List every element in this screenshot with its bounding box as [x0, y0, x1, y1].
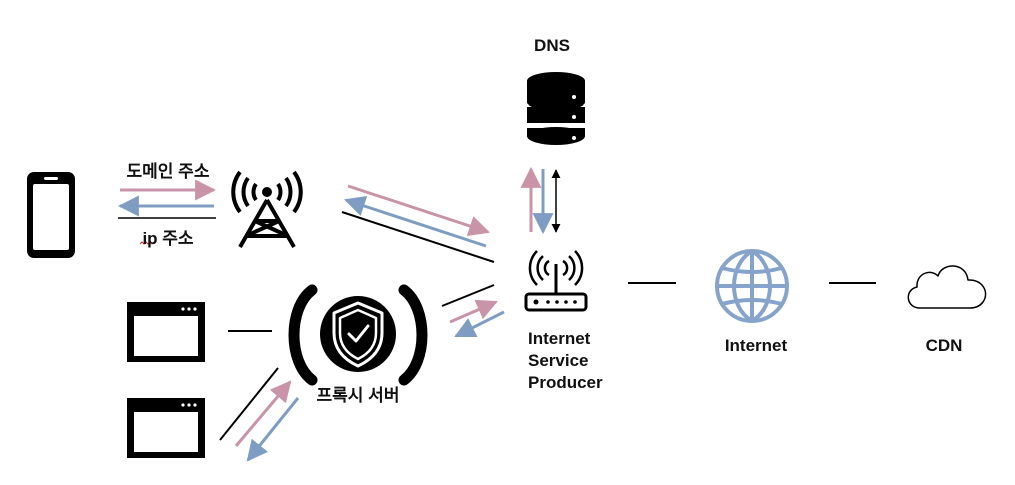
- browser-window-icon: [127, 398, 205, 458]
- smartphone-icon: [27, 172, 75, 258]
- ip-address-label: ip 주소: [142, 229, 194, 248]
- dns-label: DNS: [534, 36, 570, 55]
- shield-icon: [288, 284, 428, 386]
- cloud-icon: [907, 265, 987, 309]
- internet-label: Internet: [724, 336, 788, 355]
- isp-to-proxy-response: [454, 310, 505, 338]
- isp-label-line3: Producer: [528, 373, 603, 392]
- proxy-isp-link: [441, 284, 495, 307]
- tower-isp-link: [341, 211, 495, 263]
- proxy-server-label: 프록시 서버: [316, 386, 400, 405]
- isp-label-line1: Internet: [528, 329, 591, 348]
- tower-to-isp-request: [347, 184, 490, 237]
- cell-tower-icon: [231, 170, 303, 248]
- cdn-label: CDN: [925, 336, 963, 355]
- dns-server-icon: [525, 72, 587, 145]
- browser-to-proxy-request: [234, 380, 292, 447]
- browser-proxy-link: [219, 367, 279, 441]
- spellcheck-underline: [139, 241, 155, 245]
- proxy-to-browser-response: [246, 397, 300, 462]
- isp-to-tower-response: [344, 195, 487, 248]
- router-icon: [524, 250, 588, 312]
- globe-icon: [715, 249, 789, 323]
- domain-address-label: 도메인 주소: [126, 162, 210, 181]
- browser-window-icon: [127, 302, 205, 362]
- isp-label-line2: Service: [528, 351, 589, 370]
